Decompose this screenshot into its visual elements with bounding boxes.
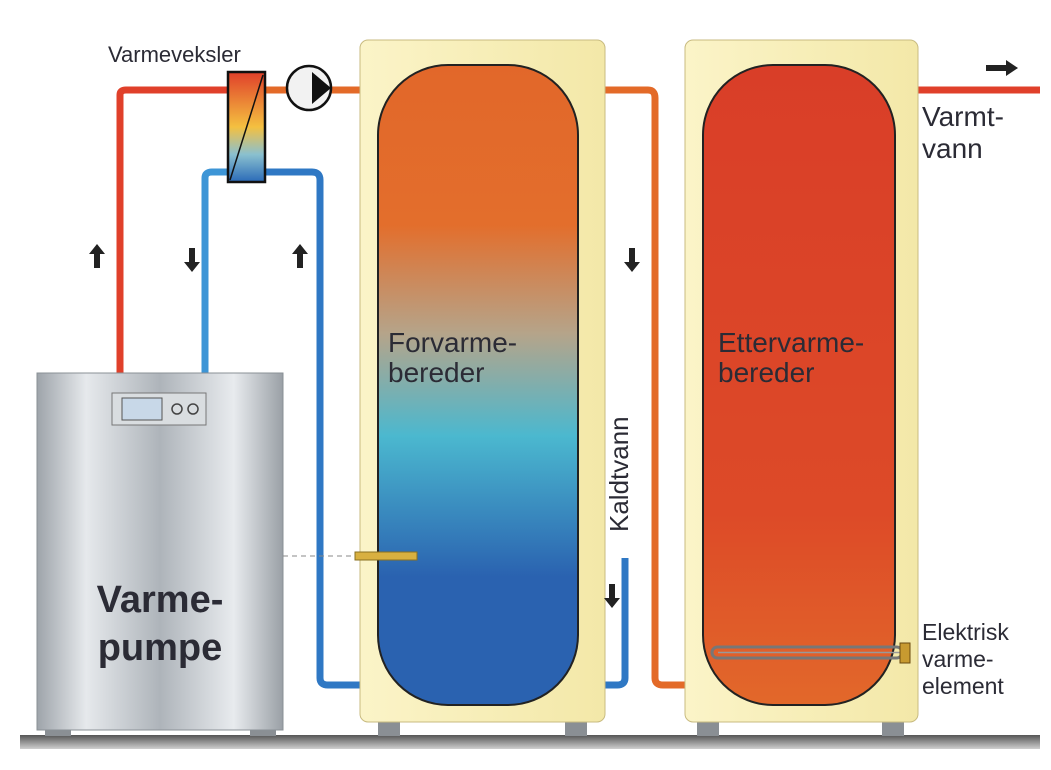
postheat-tank-label-1: Ettervarme-	[718, 327, 864, 358]
flow-arrows	[89, 60, 1018, 608]
control-knob-icon	[187, 403, 199, 415]
postheat-tank	[702, 64, 896, 706]
preheat-tank-label-2: bereder	[388, 357, 485, 388]
floor	[20, 735, 1040, 749]
cold-water-pipe	[575, 558, 629, 689]
tank-feet	[45, 720, 904, 736]
return-pipe	[201, 168, 230, 373]
pipes	[116, 86, 1040, 689]
element-label-3: element	[922, 673, 1004, 699]
heat-pump-label-2: pumpe	[98, 627, 223, 669]
flow-arrow-down-icon	[624, 248, 640, 272]
flow-arrow-up-icon	[89, 244, 105, 268]
return-to-tank-pipe	[265, 168, 385, 689]
flow-arrow-down-icon	[604, 584, 620, 608]
temperature-sensor-icon	[354, 551, 418, 561]
heat-pump	[36, 372, 284, 731]
flow-arrow-up-icon	[292, 244, 308, 268]
heat-pump-display	[121, 397, 163, 421]
control-knob-icon	[171, 403, 183, 415]
heat-pump-label-1: Varme-	[97, 579, 224, 621]
heat-exchanger-icon	[226, 70, 267, 184]
cold-water-label: Kaldtvann	[604, 416, 634, 532]
transfer-pipe	[575, 86, 705, 689]
element-label-1: Elektrisk	[922, 619, 1009, 645]
heating-element-icon	[710, 642, 911, 664]
flow-arrow-down-icon	[184, 248, 200, 272]
flow-arrow-right-icon	[986, 60, 1018, 76]
hot-water-label-1: Varmt-	[922, 101, 1004, 132]
hot-water-label-2: vann	[922, 133, 983, 164]
heat-exchanger-label: Varmeveksler	[108, 42, 241, 67]
postheat-tank-label-2: bereder	[718, 357, 815, 388]
hot-supply-pipe	[116, 86, 230, 373]
element-label-2: varme-	[922, 646, 994, 672]
circulation-pump-icon	[285, 64, 333, 112]
preheat-tank	[377, 64, 579, 706]
preheat-tank-label-1: Forvarme-	[388, 327, 517, 358]
